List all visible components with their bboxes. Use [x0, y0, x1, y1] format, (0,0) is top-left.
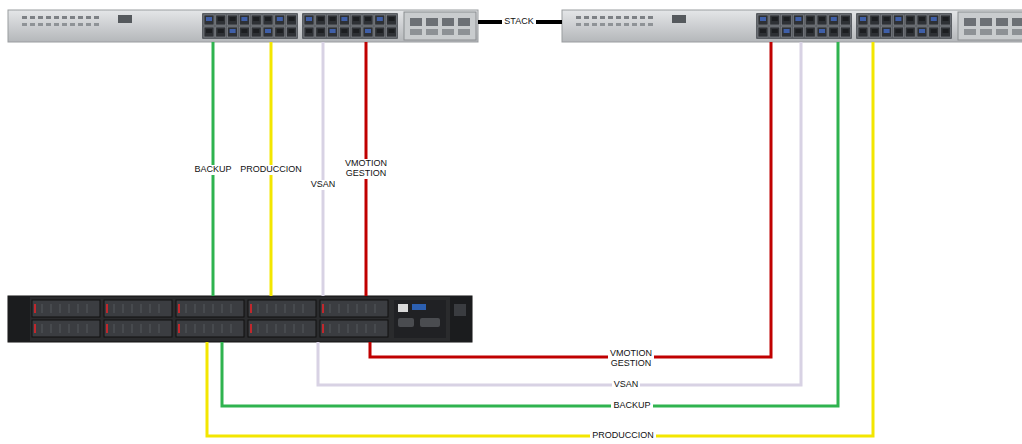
cable-label: PRODUCCION	[238, 165, 304, 175]
network-cable	[322, 42, 325, 296]
stack-label: STACK	[502, 17, 535, 27]
cable-label: BACKUP	[192, 165, 233, 175]
server-illustration	[8, 296, 472, 342]
cable-label: BACKUP	[611, 401, 652, 411]
network-cable	[318, 42, 801, 385]
switch-illustration	[8, 10, 478, 42]
network-cable	[370, 42, 771, 357]
network-cable	[222, 42, 838, 406]
cable-label: VMOTION GESTION	[608, 349, 654, 369]
cable-label: VSAN	[309, 180, 338, 190]
switch-illustration	[562, 10, 1022, 42]
cable-label: VSAN	[612, 380, 641, 390]
cable-label: VMOTION GESTION	[343, 159, 389, 179]
network-cable	[207, 42, 873, 436]
cable-label: PRODUCCION	[590, 431, 656, 441]
